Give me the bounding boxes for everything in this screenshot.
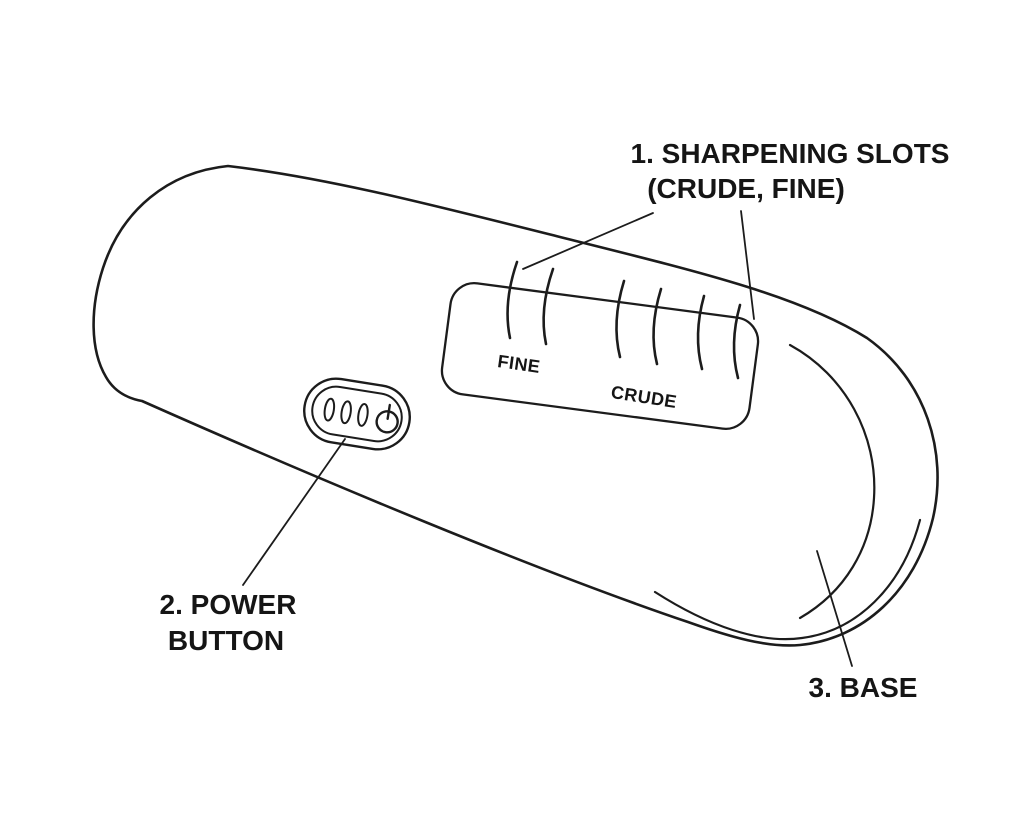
- crude-slot-line-2: [652, 287, 663, 366]
- device-body-outline: [92, 164, 939, 647]
- leader-line-slots-left: [522, 212, 654, 270]
- label-sharpening-slots-line1: 1. SHARPENING SLOTS: [631, 138, 950, 169]
- power-icon: [375, 410, 399, 434]
- label-sharpening-slots-line2: (CRUDE, FINE): [647, 173, 845, 204]
- crude-slot-line-1: [615, 279, 626, 359]
- label-base: 3. BASE: [809, 672, 918, 703]
- marking-fine: FINE: [496, 351, 541, 377]
- base-rim-line: [653, 518, 922, 641]
- indicator-light-1: [323, 397, 336, 422]
- fine-slot-line-2: [542, 267, 555, 346]
- leader-line-power-button: [242, 438, 346, 586]
- sharpening-slot-panel: [440, 282, 760, 430]
- label-power-button-line2: BUTTON: [168, 625, 284, 656]
- power-icon-bar: [386, 403, 392, 421]
- indicator-light-2: [340, 400, 352, 425]
- marking-crude: CRUDE: [610, 382, 679, 412]
- power-button: [303, 377, 411, 451]
- fine-slot-line-1: [506, 260, 519, 340]
- power-button-outer-outline: [303, 377, 411, 451]
- power-button-inner-outline: [311, 385, 403, 443]
- leader-line-slots-right: [740, 210, 755, 320]
- end-cap-rim-line: [788, 343, 876, 620]
- panel-ridge-line-2: [732, 303, 742, 380]
- label-power-button-line1: 2. POWER: [160, 589, 297, 620]
- indicator-light-3: [357, 403, 369, 427]
- leader-line-base: [816, 550, 853, 667]
- panel-ridge-line-1: [696, 294, 706, 371]
